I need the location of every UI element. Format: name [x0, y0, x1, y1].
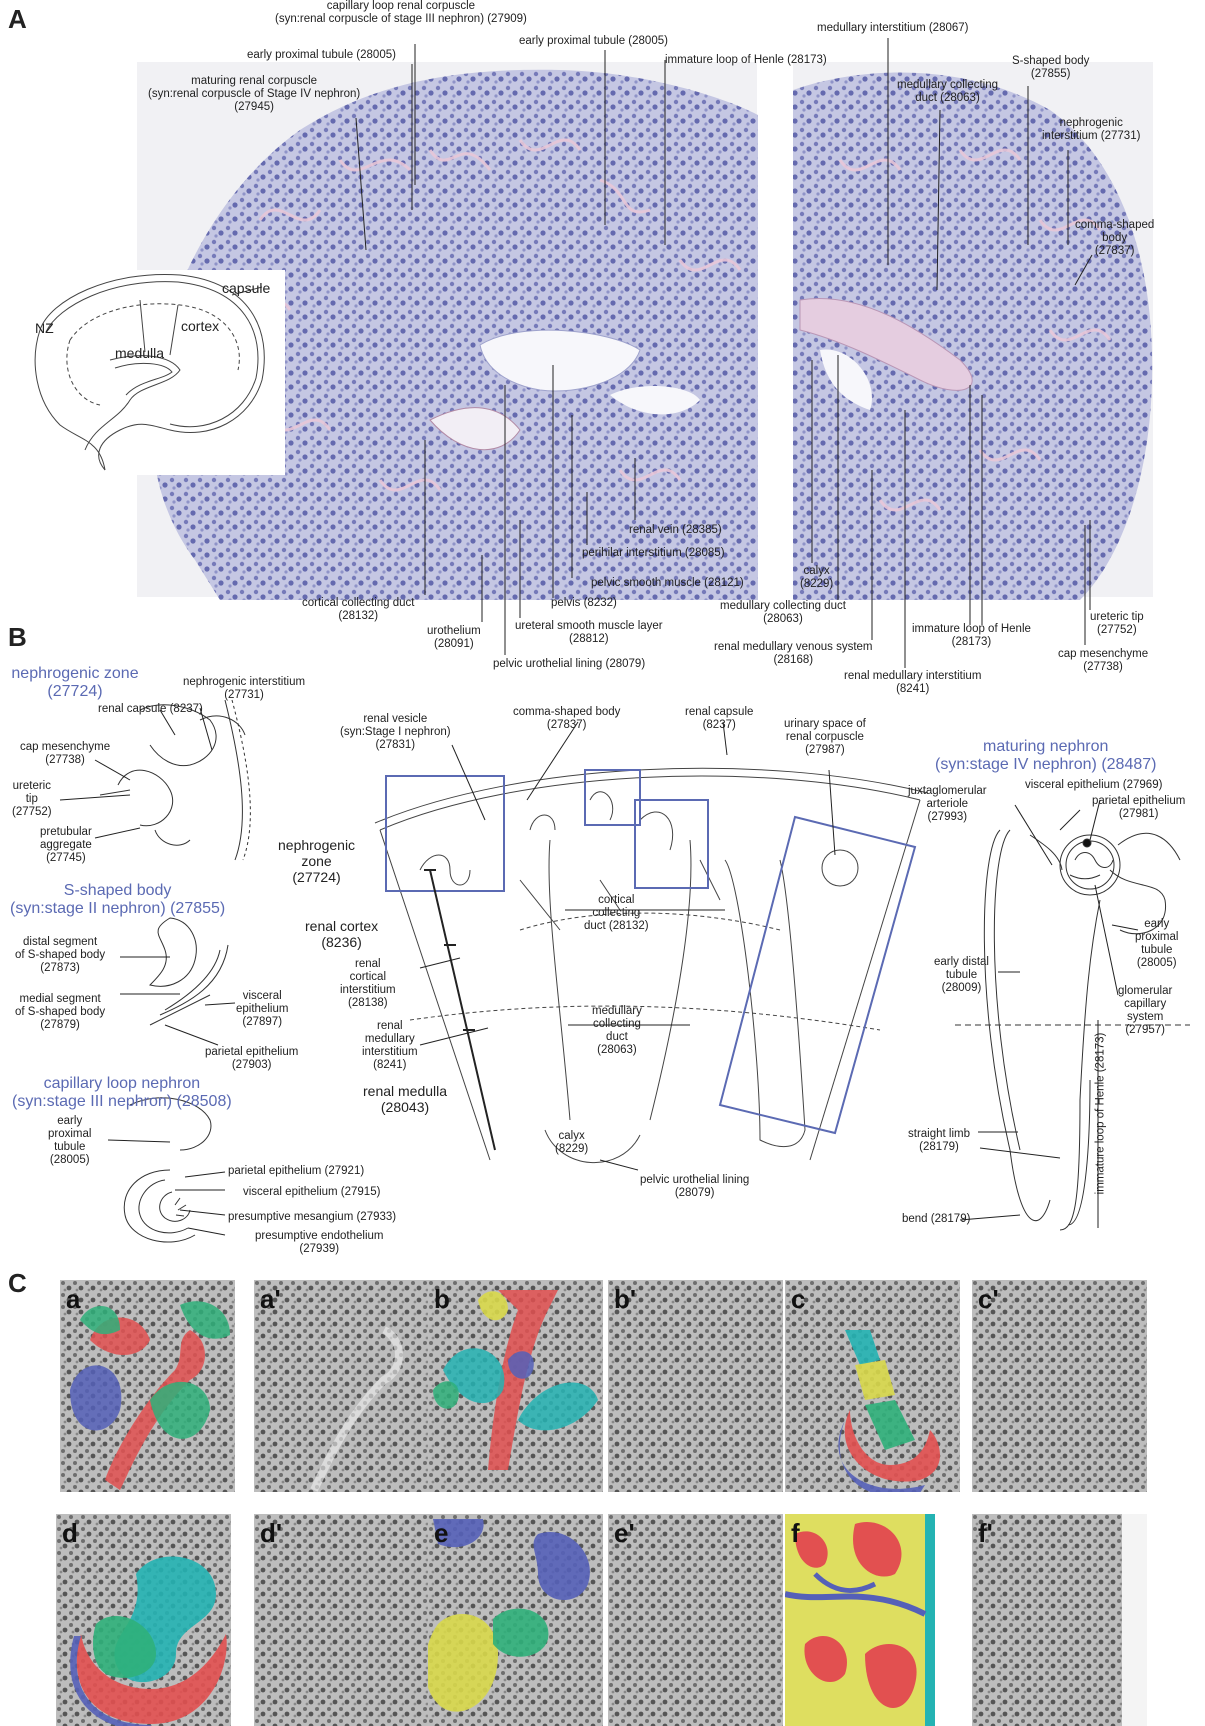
label-b-renal-capsule: renal capsule (8237) [98, 703, 203, 716]
tile-letter-d-prime: d' [260, 1518, 282, 1549]
tile-f-prime: f' [972, 1514, 1147, 1726]
label-b-parietal-epithelium-mat: parietal epithelium (27981) [1092, 795, 1185, 821]
label-b-visceral-epithelium-mat: visceral epithelium (27969) [1025, 779, 1162, 792]
label-b-parietal-epithelium-s: parietal epithelium (27903) [205, 1046, 298, 1072]
label-b-pelvic-urothelial-lining: pelvic urothelial lining (28079) [640, 1174, 749, 1200]
panel-b-schematics [0, 0, 1205, 1260]
tile-letter-c-prime: c' [978, 1284, 999, 1315]
label-b-urinary-space: urinary space of renal corpuscle (27987) [784, 718, 866, 757]
label-b-ureteric-tip: ureteric tip (27752) [12, 780, 52, 819]
label-b-cortical-collecting-duct: cortical collecting duct (28132) [584, 894, 649, 933]
tile-d: d [56, 1514, 231, 1726]
panel-letter-c: C [8, 1268, 27, 1299]
label-b-renal-cortical-interstitium: renal cortical interstitium (28138) [340, 958, 396, 1010]
tile-f: f [785, 1514, 960, 1726]
tile-letter-a: a [66, 1284, 80, 1315]
tile-c: c [785, 1280, 960, 1492]
label-b-bend: bend (28179) [902, 1213, 970, 1226]
tile-letter-c: c [791, 1284, 805, 1315]
tile-e-prime: e' [608, 1514, 783, 1726]
label-b-early-proximal-tubule-cl: early proximal tubule (28005) [48, 1115, 91, 1167]
label-b-parietal-epithelium-cl: parietal epithelium (27921) [228, 1165, 364, 1178]
tile-a: a [60, 1280, 235, 1492]
tile-e: e [428, 1514, 603, 1726]
label-b-juxtaglomerular-arteriole: juxtaglomerular arteriole (27993) [908, 785, 987, 824]
label-b-presumptive-endothelium: presumptive endothelium (27939) [255, 1230, 384, 1256]
tile-a-prime: a' [254, 1280, 429, 1492]
capillary-loop-nephron-title: capillary loop nephron (syn:stage III ne… [12, 1075, 232, 1111]
label-b-renal-vesicle: renal vesicle (syn:Stage I nephron) (278… [340, 713, 451, 752]
label-b-distal-segment: distal segment of S-shaped body (27873) [15, 936, 105, 975]
label-b-renal-capsule-center: renal capsule (8237) [685, 706, 753, 732]
tile-d-prime: d' [254, 1514, 429, 1726]
tile-b: b [428, 1280, 603, 1492]
label-b-visceral-epithelium-s: visceral epithelium (27897) [236, 990, 288, 1029]
s-shaped-body-title: S-shaped body (syn:stage II nephron) (27… [10, 882, 225, 918]
label-b-medullary-collecting-duct: medullary collecting duct (28063) [592, 1005, 642, 1057]
tile-letter-f: f [791, 1518, 800, 1549]
label-b-calyx: calyx (8229) [555, 1130, 588, 1156]
tile-b-prime: b' [608, 1280, 783, 1492]
tile-letter-f-prime: f' [978, 1518, 993, 1549]
label-b-comma-shaped-body: comma-shaped body (27837) [513, 706, 620, 732]
label-b-cap-mesenchyme: cap mesenchyme (27738) [20, 741, 110, 767]
label-b-glomerular-capillary-system: glomerular capillary system (27957) [1118, 985, 1172, 1037]
label-b-early-distal-tubule: early distal tubule (28009) [934, 956, 989, 995]
zone-label-nephrogenic: nephrogenic zone (27724) [278, 837, 355, 885]
tile-letter-b: b [434, 1284, 450, 1315]
label-b-visceral-epithelium-cl: visceral epithelium (27915) [243, 1186, 380, 1199]
label-b-immature-loop-henle: immature loop of Henle (28173) [1094, 1033, 1107, 1195]
maturing-nephron-title: maturing nephron (syn:stage IV nephron) … [935, 738, 1156, 774]
label-b-early-proximal-tubule-mat: early proximal tubule (28005) [1135, 918, 1178, 970]
tile-c-prime: c' [972, 1280, 1147, 1492]
tile-letter-e-prime: e' [614, 1518, 635, 1549]
label-b-medial-segment: medial segment of S-shaped body (27879) [15, 993, 105, 1032]
label-b-presumptive-mesangium: presumptive mesangium (27933) [228, 1211, 396, 1224]
tile-letter-e: e [434, 1518, 448, 1549]
zone-label-renal-medulla: renal medulla (28043) [363, 1083, 447, 1115]
label-b-renal-medullary-interstitium: renal medullary interstitium (8241) [362, 1020, 418, 1072]
label-b-nephrogenic-interstitium: nephrogenic interstitium (27731) [183, 676, 305, 702]
tile-letter-d: d [62, 1518, 78, 1549]
zone-label-renal-cortex: renal cortex (8236) [305, 918, 378, 950]
tile-letter-b-prime: b' [614, 1284, 636, 1315]
label-b-straight-limb: straight limb (28179) [908, 1128, 970, 1154]
tile-letter-a-prime: a' [260, 1284, 281, 1315]
label-b-pretubular-aggregate: pretubular aggregate (27745) [40, 826, 92, 865]
nephrogenic-zone-title: nephrogenic zone (27724) [5, 665, 145, 701]
